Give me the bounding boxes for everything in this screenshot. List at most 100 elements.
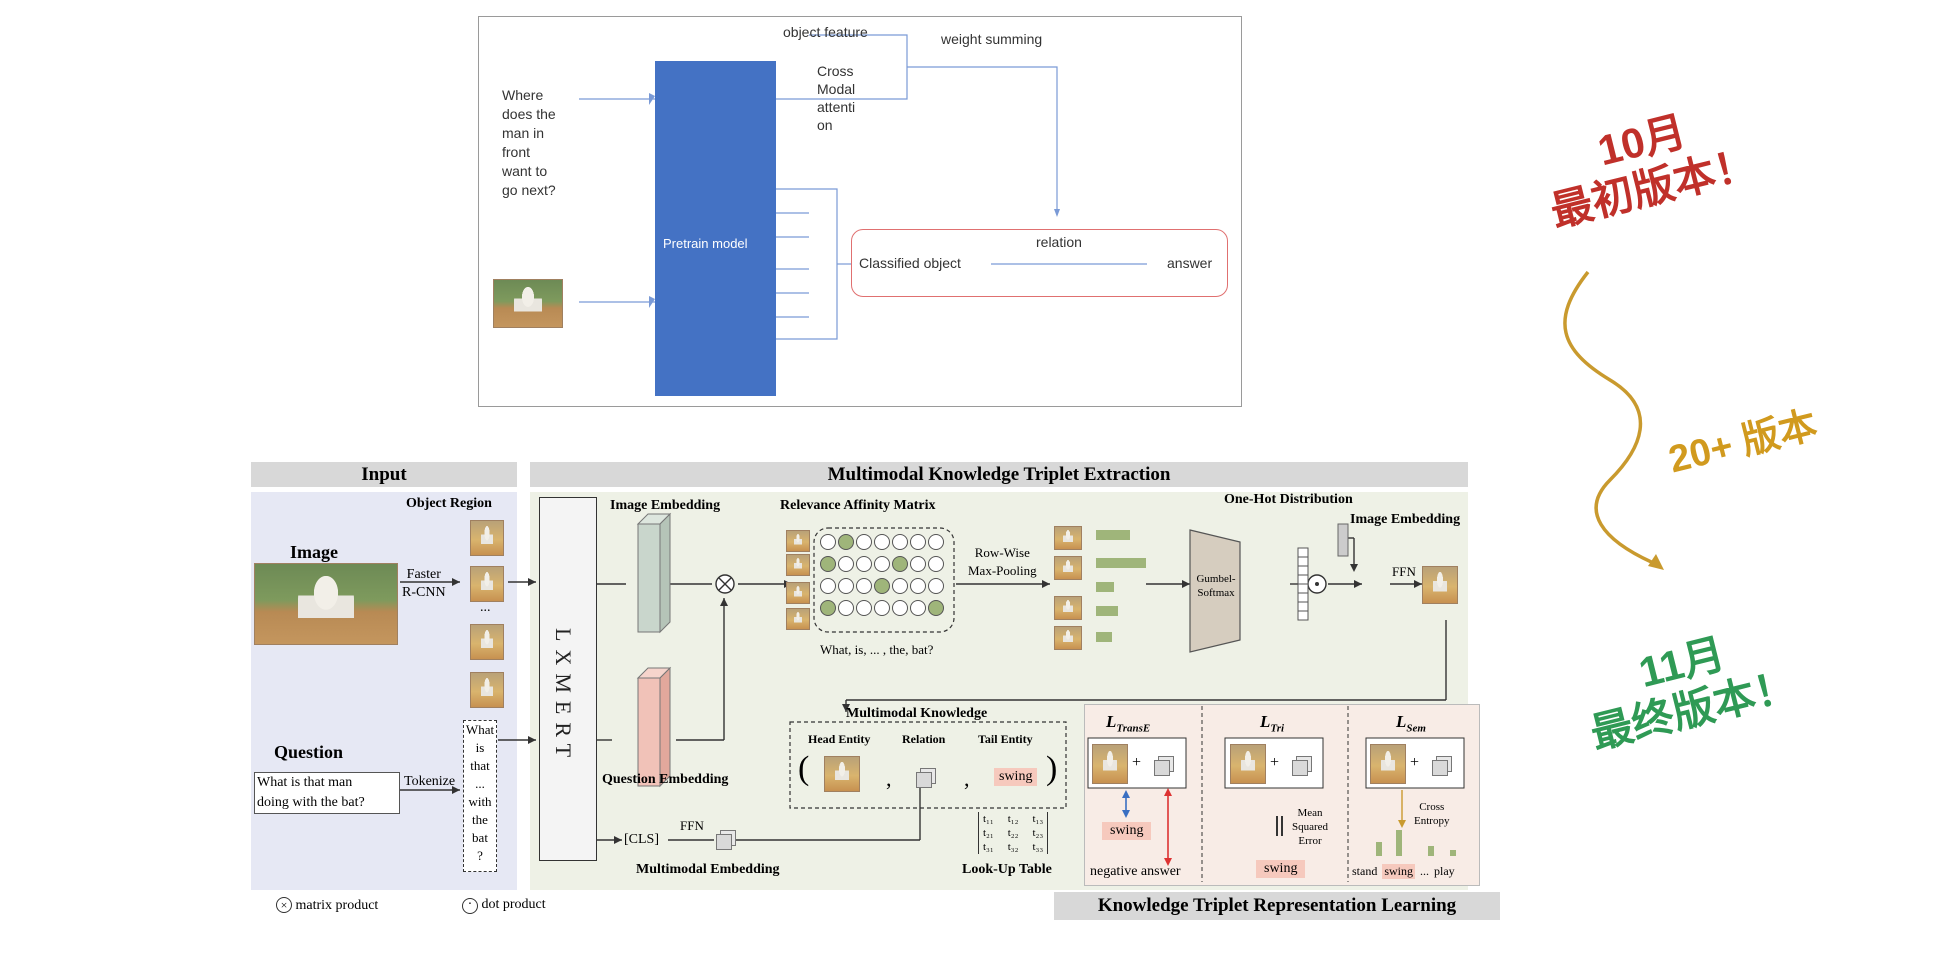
cross-modal-line: attenti: [817, 99, 856, 115]
output-image-embedding: [1422, 566, 1458, 604]
transe-entity-image: [1092, 744, 1128, 784]
classification-box: [851, 229, 1228, 297]
pretrain-model-block: Pretrain model: [655, 61, 776, 396]
input-header-text: Input: [361, 464, 407, 485]
image-embedding-label: Image Embedding: [610, 498, 721, 513]
matrix-cell: [910, 600, 926, 616]
matrix-cell: [820, 578, 836, 594]
mse-line: Mean: [1297, 807, 1323, 819]
transe-swing: swing: [1102, 822, 1152, 840]
affinity-matrix-grid: [820, 534, 950, 624]
ffn-label: FFN: [1392, 564, 1416, 579]
matrix-row-image: [786, 608, 810, 630]
image-label: Image: [290, 542, 338, 562]
question-line: go next?: [502, 182, 556, 198]
matrix-cell: [892, 600, 908, 616]
early-weight-summing: weight summing: [941, 31, 1043, 47]
matrix-cell: [838, 556, 854, 572]
transe-relation-cube: [1154, 760, 1170, 776]
lookup-cell: t₃₂: [1007, 841, 1019, 853]
early-version-diagram: object feature weight summing Cross Moda…: [478, 16, 1242, 407]
lookup-row: t₁₁ t₁₂ t₁₃: [983, 812, 1043, 826]
lookup-cell: t₁₁: [983, 813, 994, 825]
multimodal-knowledge-label: Multimodal Knowledge: [846, 706, 988, 721]
matrix-cell: [820, 600, 836, 616]
mse-line: Squared: [1292, 821, 1329, 833]
sem-axis: stand swing ... play: [1352, 864, 1455, 879]
ce-line: Cross: [1419, 801, 1445, 813]
sem-relation-cube: [1432, 760, 1448, 776]
affinity-matrix-frame: [813, 527, 955, 633]
legend-matrix-product: × matrix product: [276, 897, 378, 914]
sem-axis-label: swing: [1382, 864, 1416, 879]
multimodal-knowledge-frame: [789, 721, 1067, 809]
ktrl-header-text: Knowledge Triplet Representation Learnin…: [1097, 895, 1457, 916]
early-cross-modal: Cross Modal attenti on: [817, 62, 855, 134]
lookup-cell: t₁₃: [1032, 813, 1044, 825]
matrix-cell: [838, 534, 854, 550]
matrix-cell: [856, 600, 872, 616]
extraction-header: Multimodal Knowledge Triplet Extraction: [530, 462, 1468, 487]
sem-distribution-bars: [1376, 830, 1456, 856]
negative-answer-label: negative answer: [1090, 864, 1181, 879]
early-relation: relation: [1036, 234, 1082, 250]
image-embedding-stack: [636, 512, 672, 634]
token-list: What is that ... with the bat ?: [463, 720, 497, 872]
matrix-cell: [874, 556, 890, 572]
loss-sem: LSem: [1396, 712, 1426, 734]
tri-entity-image: [1230, 744, 1266, 784]
early-classified-object: Classified object: [859, 255, 961, 271]
plus-sign: +: [1410, 754, 1420, 771]
cross-modal-line: Modal: [817, 81, 856, 97]
pooling-row-image: [1054, 596, 1082, 620]
matrix-cell: [910, 578, 926, 594]
tri-relation-cube: [1292, 760, 1308, 776]
final-diagram-connectors: [397, 512, 1465, 882]
gumbel-softmax-block: [1189, 529, 1241, 653]
question-embedding-label: Question Embedding: [602, 772, 729, 787]
faster-rcnn-line: R-CNN: [402, 585, 446, 600]
sem-axis-label: stand: [1352, 864, 1378, 878]
matrix-cell: [910, 534, 926, 550]
loss-subscript: Tri: [1270, 722, 1285, 735]
early-answer: answer: [1167, 255, 1213, 271]
lookup-cell: t₂₃: [1032, 827, 1044, 839]
object-region-crop: [470, 566, 504, 602]
early-input-image: [493, 279, 563, 328]
close-paren: ): [1046, 750, 1058, 787]
multimodal-embedding-cube: [716, 834, 732, 850]
loss-symbol: L: [1396, 712, 1407, 731]
timeline-october: 10月 最初版本！: [1520, 90, 1776, 241]
input-header: Input: [251, 462, 517, 487]
comma: ,: [886, 766, 892, 791]
matrix-cell: [820, 534, 836, 550]
legend-matrix-text: matrix product: [295, 898, 379, 913]
tokenize-label: Tokenize: [404, 774, 456, 789]
matrix-caption: What, is, ... , the, bat?: [820, 642, 934, 657]
comma: ,: [964, 766, 970, 791]
lookup-cell: t₁₂: [1007, 813, 1019, 825]
ffn-small-label: FFN: [680, 818, 704, 833]
matrix-cell: [874, 534, 890, 550]
timeline-arrow: [1563, 270, 1664, 570]
object-region-crop: [470, 624, 504, 660]
lookup-row: t₂₁ t₂₂ t₂₃: [983, 826, 1043, 840]
loss-tri: LTri: [1260, 712, 1284, 734]
relevance-matrix-label: Relevance Affinity Matrix: [780, 498, 936, 513]
row-wise-label: Row-Wise Max-Pooling: [968, 544, 1037, 580]
row-wise-line: Row-Wise: [974, 545, 1030, 560]
pooling-row-image: [1054, 556, 1082, 580]
lookup-row: t₃₁ t₃₂ t₃₃: [983, 840, 1043, 854]
object-region-ellipsis: ...: [480, 600, 491, 615]
lxmert-block: LXMERT: [539, 497, 597, 861]
matrix-cell: [892, 578, 908, 594]
plus-sign: +: [1132, 754, 1142, 771]
input-image: [254, 563, 398, 645]
cross-modal-line: Cross: [817, 63, 854, 79]
image-embedding-small: [1337, 523, 1349, 557]
matrix-cell: [838, 578, 854, 594]
token: What: [465, 722, 495, 737]
lookup-cell: t₂₁: [983, 827, 994, 839]
early-diagram-connectors: [579, 34, 1147, 340]
matrix-row-image: [786, 582, 810, 604]
